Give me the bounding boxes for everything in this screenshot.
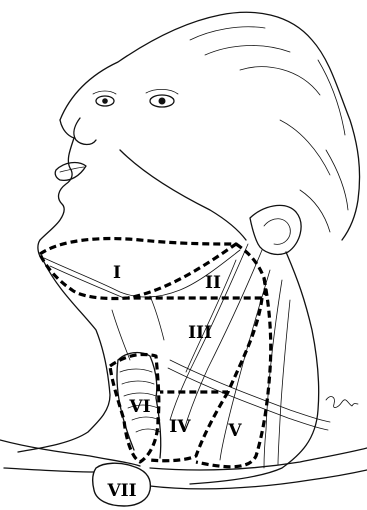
nose [74,118,96,145]
ear [250,205,301,254]
head-outline [38,12,360,262]
mouth [55,163,86,181]
label-level-V: V [227,421,242,441]
label-level-III: III [188,323,212,343]
artist-signature [326,397,358,408]
label-level-IV: IV [169,417,191,437]
cheek-jaw [120,150,246,240]
label-level-II: II [205,273,221,293]
label-level-VI: VI [128,397,150,417]
label-level-VII: VII [106,481,136,501]
eyes [93,89,178,107]
label-level-I: I [113,263,121,283]
level-III-boundary [160,298,262,392]
neck-outline [0,252,367,489]
